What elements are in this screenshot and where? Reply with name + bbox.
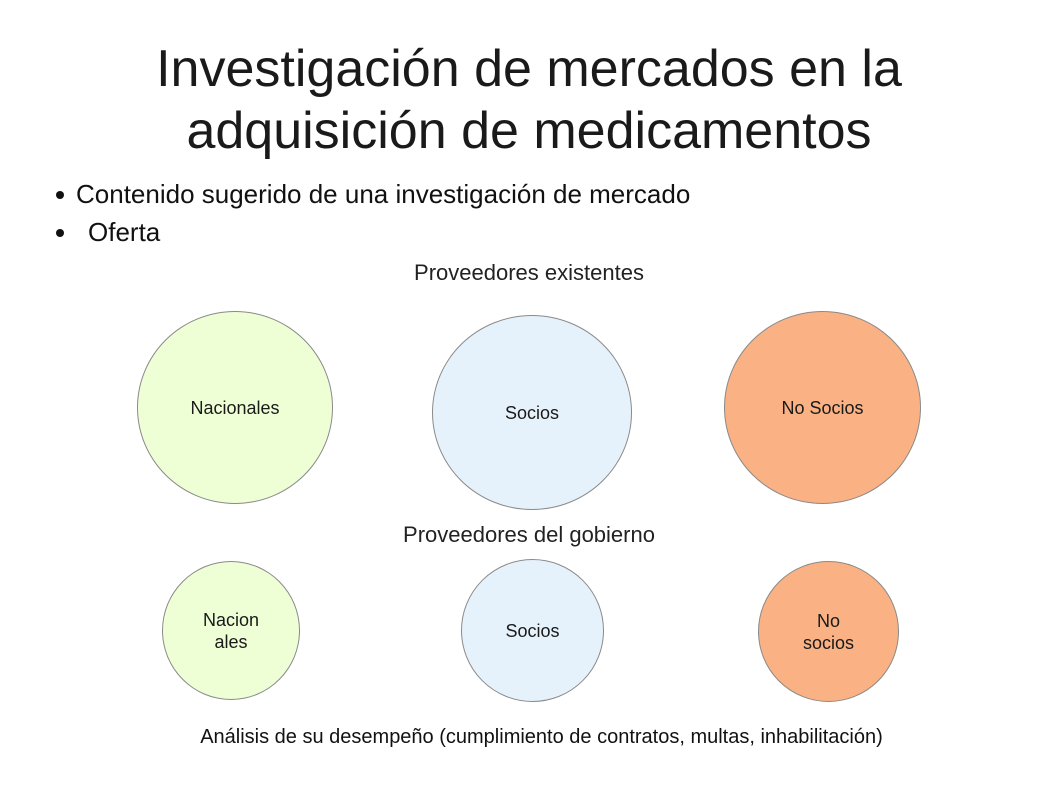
bullet-text: Contenido sugerido de una investigación … <box>76 179 691 209</box>
slide-title-line-1: Investigación de mercados en la <box>156 40 902 98</box>
circle-label: Nacionales <box>190 397 280 418</box>
bullet-dot-icon <box>56 229 64 237</box>
circle-existing-no-socios: No Socios <box>724 311 921 504</box>
section-label-government: Proveedores del gobierno <box>403 522 655 547</box>
circle-label: Nacion ales <box>202 609 260 652</box>
footer-note: Análisis de su desempeño (cumplimiento d… <box>200 726 883 748</box>
circle-government-no-socios: No socios <box>758 561 899 702</box>
section-label-existing: Proveedores existentes <box>414 260 644 285</box>
circle-label: No Socios <box>781 397 864 418</box>
circle-label: Socios <box>504 402 560 423</box>
circle-government-nacionales: Nacion ales <box>162 561 300 700</box>
circle-label: Socios <box>505 620 560 641</box>
bullet-list: Contenido sugerido de una investigación … <box>56 175 690 251</box>
slide-title-line-2: adquisición de medicamentos <box>186 102 872 160</box>
circle-label: No socios <box>802 610 855 653</box>
bullet-dot-icon <box>56 191 64 199</box>
bullet-item-oferta: Oferta <box>56 213 690 251</box>
circle-government-socios: Socios <box>461 559 604 702</box>
circle-existing-nacionales: Nacionales <box>137 311 333 504</box>
bullet-item-contenido: Contenido sugerido de una investigación … <box>56 175 690 213</box>
circle-existing-socios: Socios <box>432 315 632 510</box>
slide-title: Investigación de mercados en la adquisic… <box>0 38 1058 162</box>
bullet-text: Oferta <box>88 217 161 247</box>
